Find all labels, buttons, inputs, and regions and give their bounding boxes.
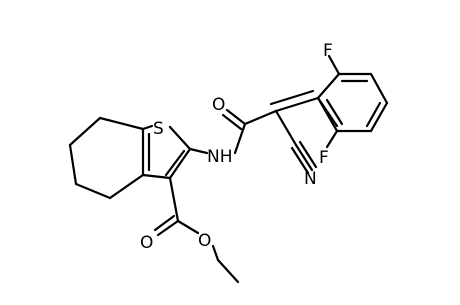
bond <box>325 98 344 126</box>
fluorine-bottom-label: F <box>319 148 329 168</box>
bond <box>316 72 341 100</box>
bond <box>74 182 112 200</box>
bond <box>176 219 200 235</box>
ester-carbonyl-oxygen-label: O <box>140 233 153 253</box>
bond <box>216 258 240 284</box>
bond <box>211 244 220 262</box>
bond <box>369 72 389 105</box>
bond <box>274 109 298 147</box>
bond <box>168 125 192 151</box>
bond <box>221 113 243 131</box>
bond <box>294 143 314 172</box>
amide-oxygen-label: O <box>212 95 225 115</box>
bond <box>325 129 339 149</box>
bond <box>327 54 341 76</box>
bond <box>141 173 172 180</box>
sulfur-atom-label: S <box>153 119 164 139</box>
bond-lines <box>68 54 389 284</box>
bond <box>233 122 247 155</box>
bond <box>156 219 180 237</box>
bond <box>269 89 315 106</box>
bond <box>290 146 310 175</box>
bond <box>108 173 145 200</box>
bond <box>316 96 339 133</box>
bond <box>68 116 102 147</box>
bond <box>141 124 154 131</box>
bond <box>225 108 247 126</box>
ester-oxygen-label: O <box>198 231 211 251</box>
bond <box>153 214 176 232</box>
amide-nh-label: NH <box>207 147 233 167</box>
bond <box>168 176 180 223</box>
bond <box>274 96 320 113</box>
bond <box>164 149 186 177</box>
bond <box>298 140 318 169</box>
bond <box>98 116 145 131</box>
bond <box>365 101 382 128</box>
bond <box>243 109 278 126</box>
bond <box>168 147 192 180</box>
bond <box>369 101 389 133</box>
bond <box>68 143 78 186</box>
fluorine-top-label: F <box>323 41 333 61</box>
bond <box>188 147 209 155</box>
nitrile-nitrogen-label: N <box>304 169 317 189</box>
